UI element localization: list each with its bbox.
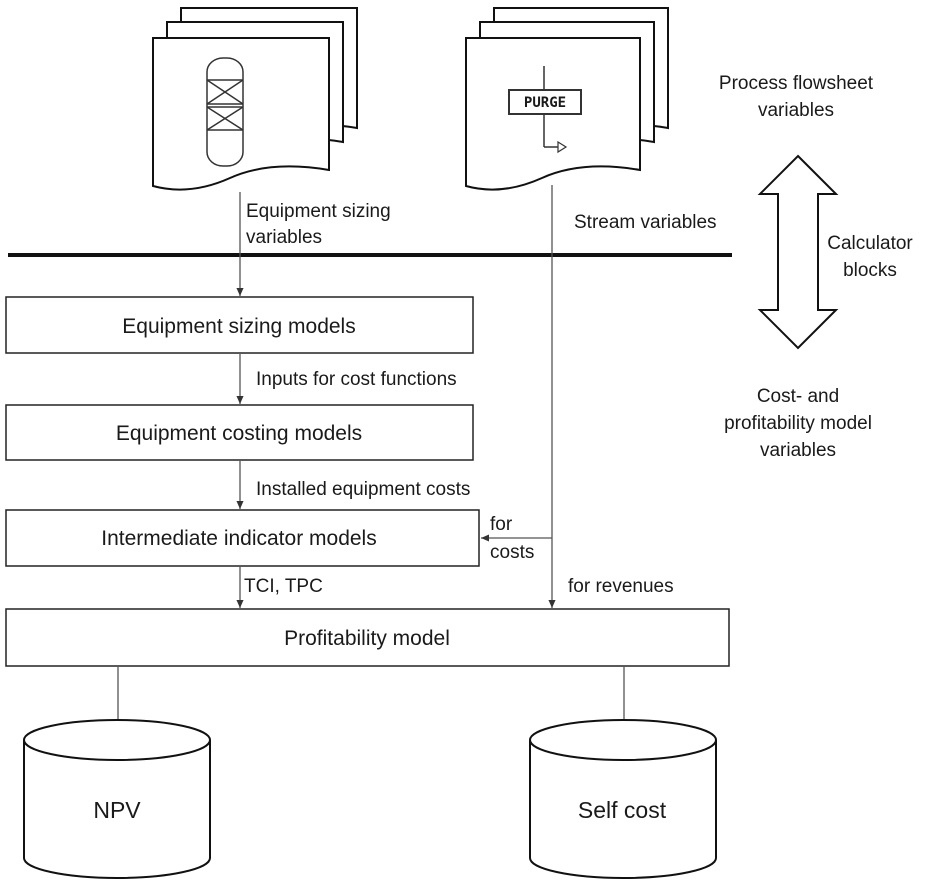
equipment-sizing-models-box <box>5 296 474 354</box>
stream-variables-label: Stream variables <box>574 212 717 233</box>
calculator-blocks-label-1: Calculator <box>827 233 913 254</box>
for-costs-label-1: for <box>490 514 513 535</box>
calculator-blocks-double-arrow <box>757 154 839 350</box>
purge-block-icon: PURGE <box>508 66 582 154</box>
equipment-sizing-variables-label-2: variables <box>246 227 322 248</box>
tci-tpc-label: TCI, TPC <box>244 576 323 597</box>
installed-equipment-costs-label: Installed equipment costs <box>256 479 470 500</box>
profitability-model-label: Profitability model <box>284 627 450 650</box>
profitability-model-box <box>5 608 730 667</box>
for-revenues-label: for revenues <box>568 576 674 597</box>
purge-label: PURGE <box>524 95 566 111</box>
column-vessel-icon <box>206 57 244 167</box>
for-costs-label-2: costs <box>490 542 534 563</box>
self-cost-cylinder <box>529 719 717 879</box>
process-flowsheet-variables-label-1: Process flowsheet <box>719 73 874 94</box>
intermediate-indicator-models-label: Intermediate indicator models <box>101 527 376 550</box>
npv-cylinder <box>23 719 211 879</box>
equipment-costing-models-box <box>5 404 474 461</box>
cost-profitability-variables-label-3: variables <box>760 440 836 461</box>
calculator-blocks-label-2: blocks <box>843 260 897 281</box>
inputs-for-cost-functions-label: Inputs for cost functions <box>256 369 457 390</box>
equipment-sizing-variables-label-1: Equipment sizing <box>246 201 391 222</box>
equipment-costing-models-label: Equipment costing models <box>116 422 362 445</box>
self-cost-label: Self cost <box>578 797 667 823</box>
cost-profitability-variables-label-1: Cost- and <box>757 386 839 407</box>
npv-label: NPV <box>93 797 141 823</box>
cost-profitability-variables-label-2: profitability model <box>724 413 872 434</box>
flowsheet-document-stack-left <box>152 7 358 191</box>
process-flowsheet-variables-label-2: variables <box>758 100 834 121</box>
intermediate-indicator-models-box <box>5 509 480 567</box>
equipment-sizing-models-label: Equipment sizing models <box>122 315 355 338</box>
